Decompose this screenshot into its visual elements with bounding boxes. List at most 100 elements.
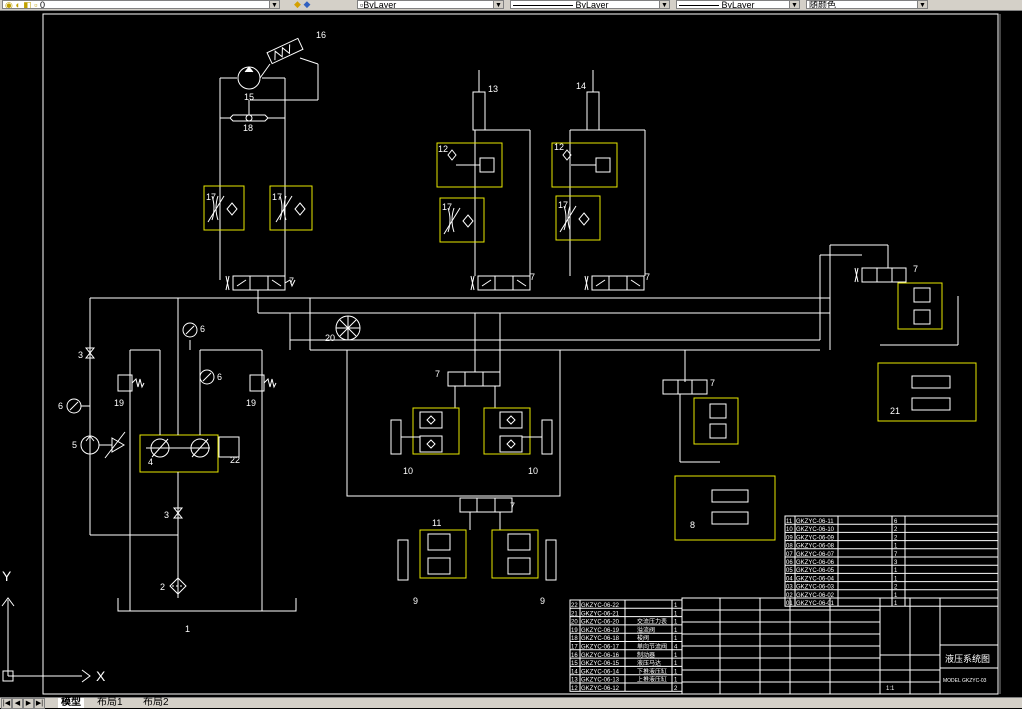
label-10b: 10 [528,466,538,476]
lineweight-dropdown[interactable]: ByLayer ▼ [676,0,800,9]
bom-cell-qty: 1 [894,568,898,574]
label-12a: 12 [438,144,448,154]
bom-cell-name: 制动器 [637,651,655,659]
layer-dropdown[interactable]: ◉ ◐ ◧ ▫ 0 ▼ [2,0,280,9]
ball-valve [172,507,184,519]
bom-cell-code: GKZYC-06-01 [796,601,835,607]
last-tab-button[interactable]: ▶| [34,698,45,709]
label-14: 14 [576,81,586,91]
motor-22 [218,436,240,458]
label-2: 2 [160,582,165,592]
tab-layout2[interactable]: 布局2 [143,697,169,708]
throttle-check-17 [203,185,245,231]
bom-cell-code: GKZYC-06-20 [581,620,620,626]
label-17a: 17 [206,192,216,202]
linetype-dropdown[interactable]: ByLayer ▼ [510,0,670,9]
tab-model[interactable]: 模型 [58,698,84,708]
label-21: 21 [890,406,900,416]
bom-cell-name: 交流压力表 [637,618,667,626]
bom-cell-code: GKZYC-06-06 [796,560,835,566]
label-7g: 7 [710,378,715,388]
title-block [681,597,999,695]
color-swatch-icon: ▫ [360,0,364,9]
bom-cell-qty: 1 [674,636,678,642]
layer-tools-icon[interactable]: ◆ ◆ [292,0,340,9]
bom-cell-qty: 2 [894,535,898,541]
layer-value: 0 [40,0,46,9]
directional-valve-7a [225,275,296,291]
shuttle-valve [229,114,269,122]
bom-cell-qty: 1 [674,603,678,609]
label-7b: 7 [530,272,535,282]
bom-cell-qty: 1 [674,611,678,617]
filter-icon [169,577,187,595]
bom-cell-qty: 1 [674,669,678,675]
bom-cell-name: 上推液压缸 [637,676,667,684]
motor-icon [111,437,125,453]
linetype-value: ByLayer [575,0,609,9]
label-17b: 17 [272,192,282,202]
label-10a: 10 [403,466,413,476]
bom-cell-code: GKZYC-06-04 [796,576,835,582]
bom-cell-no: 08 [786,544,793,550]
label-19a: 19 [114,398,124,408]
drawing-scale: 1:1 [886,686,895,692]
bom-cell-no: 22 [571,603,578,609]
label-16: 16 [316,30,326,40]
directional-valve-7d [854,267,907,283]
label-19b: 19 [246,398,256,408]
prev-tab-button[interactable]: ◀ [12,698,23,709]
bom-cell-no: 21 [571,611,578,617]
lineweight-value: ByLayer [721,0,755,9]
plotstyle-dropdown[interactable]: 随颜色 ▼ [806,0,928,9]
bom-cell-no: 13 [571,678,578,684]
label-11: 11 [432,518,441,528]
layout-tab-bar: |◀ ◀ ▶ ▶| 模型 布局1 布局2 [0,697,1022,709]
bom-cell-no: 18 [571,636,578,642]
bom-cell-no: 17 [571,645,578,651]
bom-cell-qty: 2 [894,527,898,533]
cylinder-9-left [397,539,409,581]
bom-cell-code: GKZYC-06-21 [581,611,620,617]
next-tab-button[interactable]: ▶ [23,698,34,709]
bom-cell-code: GKZYC-06-08 [796,544,835,550]
label-5: 5 [72,440,77,450]
label-1: 1 [185,624,190,634]
bom-cell-code: GKZYC-06-02 [796,593,835,599]
bom-cell-no: 03 [786,585,793,591]
bom-cell-code: GKZYC-06-10 [796,527,835,533]
chevron-down-icon: ▼ [493,1,503,8]
bom-cell-code: GKZYC-06-14 [581,669,620,675]
bom-cell-qty: 1 [674,628,678,634]
bom-cell-qty: 2 [894,585,898,591]
label-8: 8 [690,520,695,530]
bom-cell-no: 02 [786,593,793,599]
label-22: 22 [230,455,240,465]
first-tab-button[interactable]: |◀ [1,698,12,709]
bom-cell-no: 11 [786,519,793,525]
bom-cell-code: GKZYC-06-11 [796,519,834,525]
directional-valve-7f [459,497,513,513]
bom-cell-qty: 1 [674,661,678,667]
bom-cell-code: GKZYC-06-17 [581,645,620,651]
label-6b: 6 [200,324,205,334]
properties-toolbar: ◉ ◐ ◧ ▫ 0 ▼ ◆ ◆ ▫ByLayer ▼ ByLayer ▼ ByL… [0,0,1022,11]
bom-cell-no: 20 [571,620,578,626]
label-4: 4 [148,457,153,467]
drawing-canvas[interactable]: 1 2 3 3 4 5 6 6 6 7 7 7 7 7 7 7 8 9 9 10… [0,10,1022,697]
label-12b: 12 [554,142,564,152]
bom-cell-name: 下推液压缸 [637,667,667,675]
bom-cell-qty: 2 [674,686,678,692]
bom-cell-qty: 1 [894,576,898,582]
tank [117,598,297,612]
bom-cell-qty: 4 [674,645,678,651]
label-7c: 7 [645,272,650,282]
pressure-gauge-icon [199,369,215,385]
bom-cell-qty: 1 [674,620,678,626]
color-dropdown[interactable]: ▫ByLayer ▼ [357,0,504,9]
bom-cell-qty: 1 [674,653,678,659]
tab-layout1[interactable]: 布局1 [97,697,123,708]
ball-valve [84,347,96,359]
